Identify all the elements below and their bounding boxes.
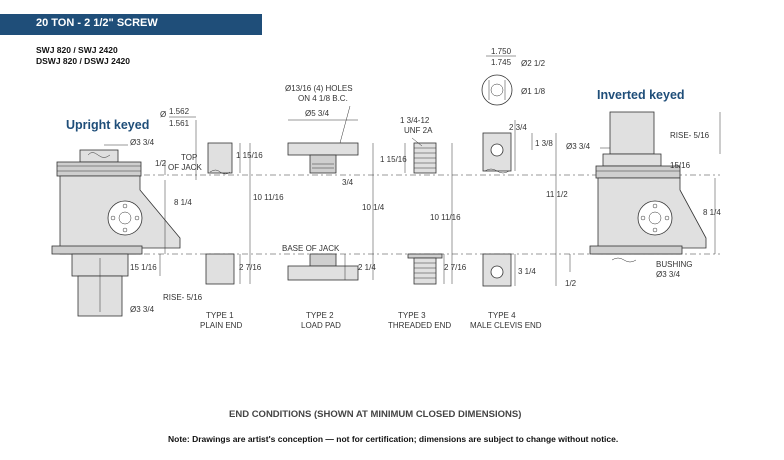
t2-total-dim: 10 1/4	[362, 203, 385, 212]
type-3-line-1: TYPE 3	[398, 311, 426, 320]
t2-top-dim: 3/4	[342, 178, 354, 187]
type-2-line-1: TYPE 2	[306, 311, 334, 320]
disclaimer-note: Note: Drawings are artist's conception —…	[168, 434, 619, 444]
inverted-half: 1/2	[565, 279, 577, 288]
upright-half: 1/2	[155, 159, 167, 168]
t4-height-2: 1 3/8	[535, 139, 553, 148]
type-4-line-2: MALE CLEVIS END	[470, 321, 542, 330]
t4-bottom-dim: 3 1/4	[518, 267, 536, 276]
inverted-screw-dim: 15/16	[670, 161, 691, 170]
t2-pad-dia: Ø5 3/4	[305, 109, 330, 118]
t1-bottom-dim: 2 7/16	[239, 263, 262, 272]
t3-total-dim: 10 11/16	[430, 213, 461, 222]
t2-bottom-dim: 2 1/4	[358, 263, 376, 272]
inverted-bushing-dia: Ø3 3/4	[656, 270, 681, 279]
type-3-threaded-end	[407, 142, 443, 285]
upright-dia-symbol: Ø	[160, 110, 166, 119]
type-4-male-clevis	[481, 74, 513, 287]
inverted-boss-dia: Ø3 3/4	[566, 142, 591, 151]
model-line-1: SWJ 820 / SWJ 2420	[36, 45, 118, 55]
end-conditions-caption: END CONDITIONS (SHOWN AT MINIMUM CLOSED …	[229, 409, 522, 420]
upright-bottom-dia: Ø3 3/4	[130, 305, 155, 314]
inverted-rise: RISE- 5/16	[670, 131, 710, 140]
t3-bottom-dim: 2 7/16	[444, 263, 467, 272]
inverted-jack	[589, 111, 707, 263]
page-title: 20 TON - 2 1/2" SCREW	[36, 17, 158, 29]
t4-height-1: 2 3/4	[509, 123, 527, 132]
top-of-jack-label-2: OF JACK	[168, 163, 202, 172]
upright-dia-top: 1.562	[169, 107, 190, 116]
t4-width-top: 1.750	[491, 47, 512, 56]
t3-thread-2: UNF 2A	[404, 126, 433, 135]
upright-keyed-heading: Upright keyed	[66, 118, 150, 132]
t4-pin-dia: Ø1 1/8	[521, 87, 546, 96]
t4-width-bottom: 1.745	[491, 58, 512, 67]
type-1-plain-end	[205, 142, 235, 285]
upright-body-height: 8 1/4	[174, 198, 192, 207]
t3-top-dim: 1 15/16	[380, 155, 407, 164]
header-bar	[0, 14, 262, 35]
t4-total-dim: 11 1/2	[546, 190, 568, 199]
inverted-body-height: 8 1/4	[703, 208, 721, 217]
base-of-jack-label: BASE OF JACK	[282, 244, 340, 253]
type-1-line-2: PLAIN END	[200, 321, 242, 330]
top-of-jack-label-1: TOP	[181, 153, 197, 162]
upright-dia-bottom: 1.561	[169, 119, 190, 128]
type-4-line-1: TYPE 4	[488, 311, 516, 320]
t2-holes-1: Ø13/16 (4) HOLES	[285, 84, 353, 93]
t3-thread-1: 1 3/4-12	[400, 116, 430, 125]
upright-rise: RISE- 5/16	[163, 293, 203, 302]
model-line-2: DSWJ 820 / DSWJ 2420	[36, 56, 131, 66]
t1-total-dim: 10 11/16	[253, 193, 284, 202]
upright-worm-flange	[107, 200, 143, 236]
upright-boss-dia: Ø3 3/4	[130, 138, 155, 147]
type-2-load-pad	[287, 142, 359, 281]
t2-holes-2: ON 4 1/8 B.C.	[298, 94, 348, 103]
inverted-keyed-heading: Inverted keyed	[597, 88, 685, 102]
type-3-line-2: THREADED END	[388, 321, 451, 330]
t4-outer-dia: Ø2 1/2	[521, 59, 546, 68]
type-1-line-1: TYPE 1	[206, 311, 234, 320]
upright-screw-height: 15 1/16	[130, 263, 157, 272]
t1-top-dim: 1 15/16	[236, 151, 263, 160]
inverted-bushing: BUSHING	[656, 260, 692, 269]
type-2-line-2: LOAD PAD	[301, 321, 341, 330]
upright-jack	[51, 149, 181, 317]
